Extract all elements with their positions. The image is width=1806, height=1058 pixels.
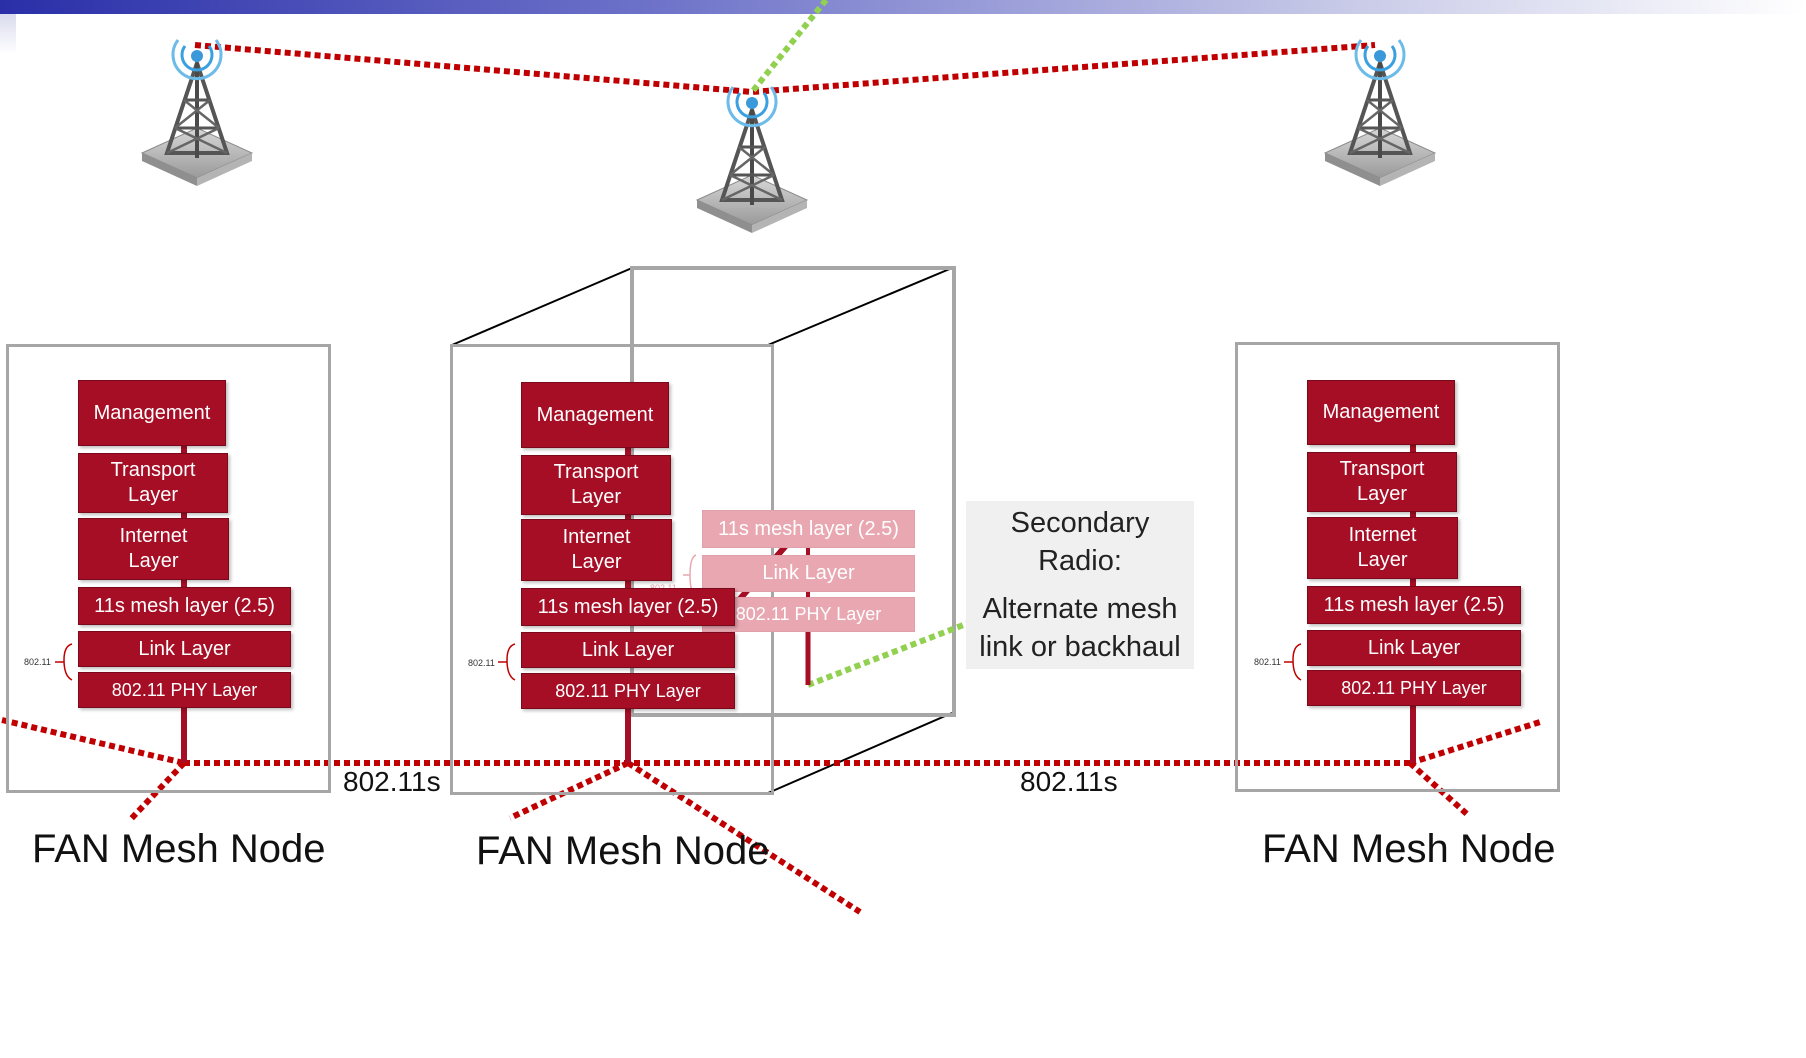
mesh-link-stub bbox=[1407, 760, 1471, 818]
link-layer-block: Link Layer bbox=[78, 631, 291, 667]
mesh-link-stub bbox=[1, 717, 185, 766]
mesh-link-stub bbox=[1409, 719, 1541, 766]
transport-layer-block: Transport Layer bbox=[521, 455, 671, 515]
management-block: Management bbox=[78, 380, 226, 446]
bracket-label-802-11: 802.11 bbox=[1254, 657, 1281, 667]
title-bar-accent bbox=[0, 14, 16, 54]
node-frame-left bbox=[6, 344, 331, 793]
link-label-left: 802.11s bbox=[343, 766, 441, 797]
node-label-left: FAN Mesh Node bbox=[32, 827, 326, 871]
phy-layer-block: 802.11 PHY Layer bbox=[78, 672, 291, 708]
title-bar-gradient bbox=[0, 0, 1806, 14]
transport-layer-block: Transport Layer bbox=[78, 453, 228, 513]
mesh-link-stub bbox=[127, 760, 187, 823]
phy-layer-block: 802.11 PHY Layer bbox=[1307, 670, 1521, 706]
callout-line-4: link or backhaul bbox=[979, 631, 1181, 663]
transport-layer-block: Transport Layer bbox=[1307, 452, 1457, 512]
mesh-link-stub bbox=[508, 760, 630, 821]
secondary-link-layer: Link Layer bbox=[702, 555, 915, 592]
bracket-label-802-11: 802.11 bbox=[24, 657, 51, 667]
link-layer-block: Link Layer bbox=[1307, 630, 1521, 666]
management-block: Management bbox=[1307, 380, 1455, 445]
tower-icon bbox=[695, 85, 809, 235]
mesh-layer-block: 11s mesh layer (2.5) bbox=[1307, 586, 1521, 624]
node-frame-right bbox=[1235, 342, 1560, 792]
bracket-802-11 bbox=[506, 643, 516, 681]
callout-line-2: Radio: bbox=[1038, 545, 1122, 577]
callout-line-3: Alternate mesh bbox=[982, 593, 1178, 625]
mesh-layer-block: 11s mesh layer (2.5) bbox=[78, 587, 291, 625]
secondary-mesh-layer: 11s mesh layer (2.5) bbox=[702, 510, 915, 548]
box-edge bbox=[451, 267, 633, 346]
top-backhaul-link bbox=[749, 0, 829, 94]
box-edge bbox=[767, 267, 953, 346]
internet-layer-block: Internet Layer bbox=[1307, 517, 1458, 579]
internet-layer-block: Internet Layer bbox=[78, 518, 229, 580]
phy-layer-block: 802.11 PHY Layer bbox=[521, 673, 735, 709]
management-block: Management bbox=[521, 382, 669, 448]
link-label-right: 802.11s bbox=[1020, 766, 1118, 797]
internet-layer-block: Internet Layer bbox=[521, 519, 672, 581]
bracket-label-802-11: 802.11 bbox=[468, 658, 495, 668]
secondary-radio-callout: Secondary Radio: Alternate mesh link or … bbox=[966, 501, 1194, 669]
link-layer-block: Link Layer bbox=[521, 632, 735, 668]
callout-line-1: Secondary bbox=[1010, 507, 1150, 539]
box-edge bbox=[767, 712, 953, 794]
bracket-802-11 bbox=[1292, 643, 1302, 681]
node-label-center: FAN Mesh Node bbox=[476, 829, 770, 873]
node-label-right: FAN Mesh Node bbox=[1262, 827, 1556, 871]
mesh-link-stub bbox=[626, 760, 862, 915]
tower-mesh-link bbox=[194, 42, 1376, 96]
mesh-layer-block: 11s mesh layer (2.5) bbox=[521, 588, 735, 626]
bracket-802-11 bbox=[63, 643, 73, 681]
tower-icon bbox=[1323, 38, 1437, 188]
tower-icon bbox=[140, 38, 254, 188]
